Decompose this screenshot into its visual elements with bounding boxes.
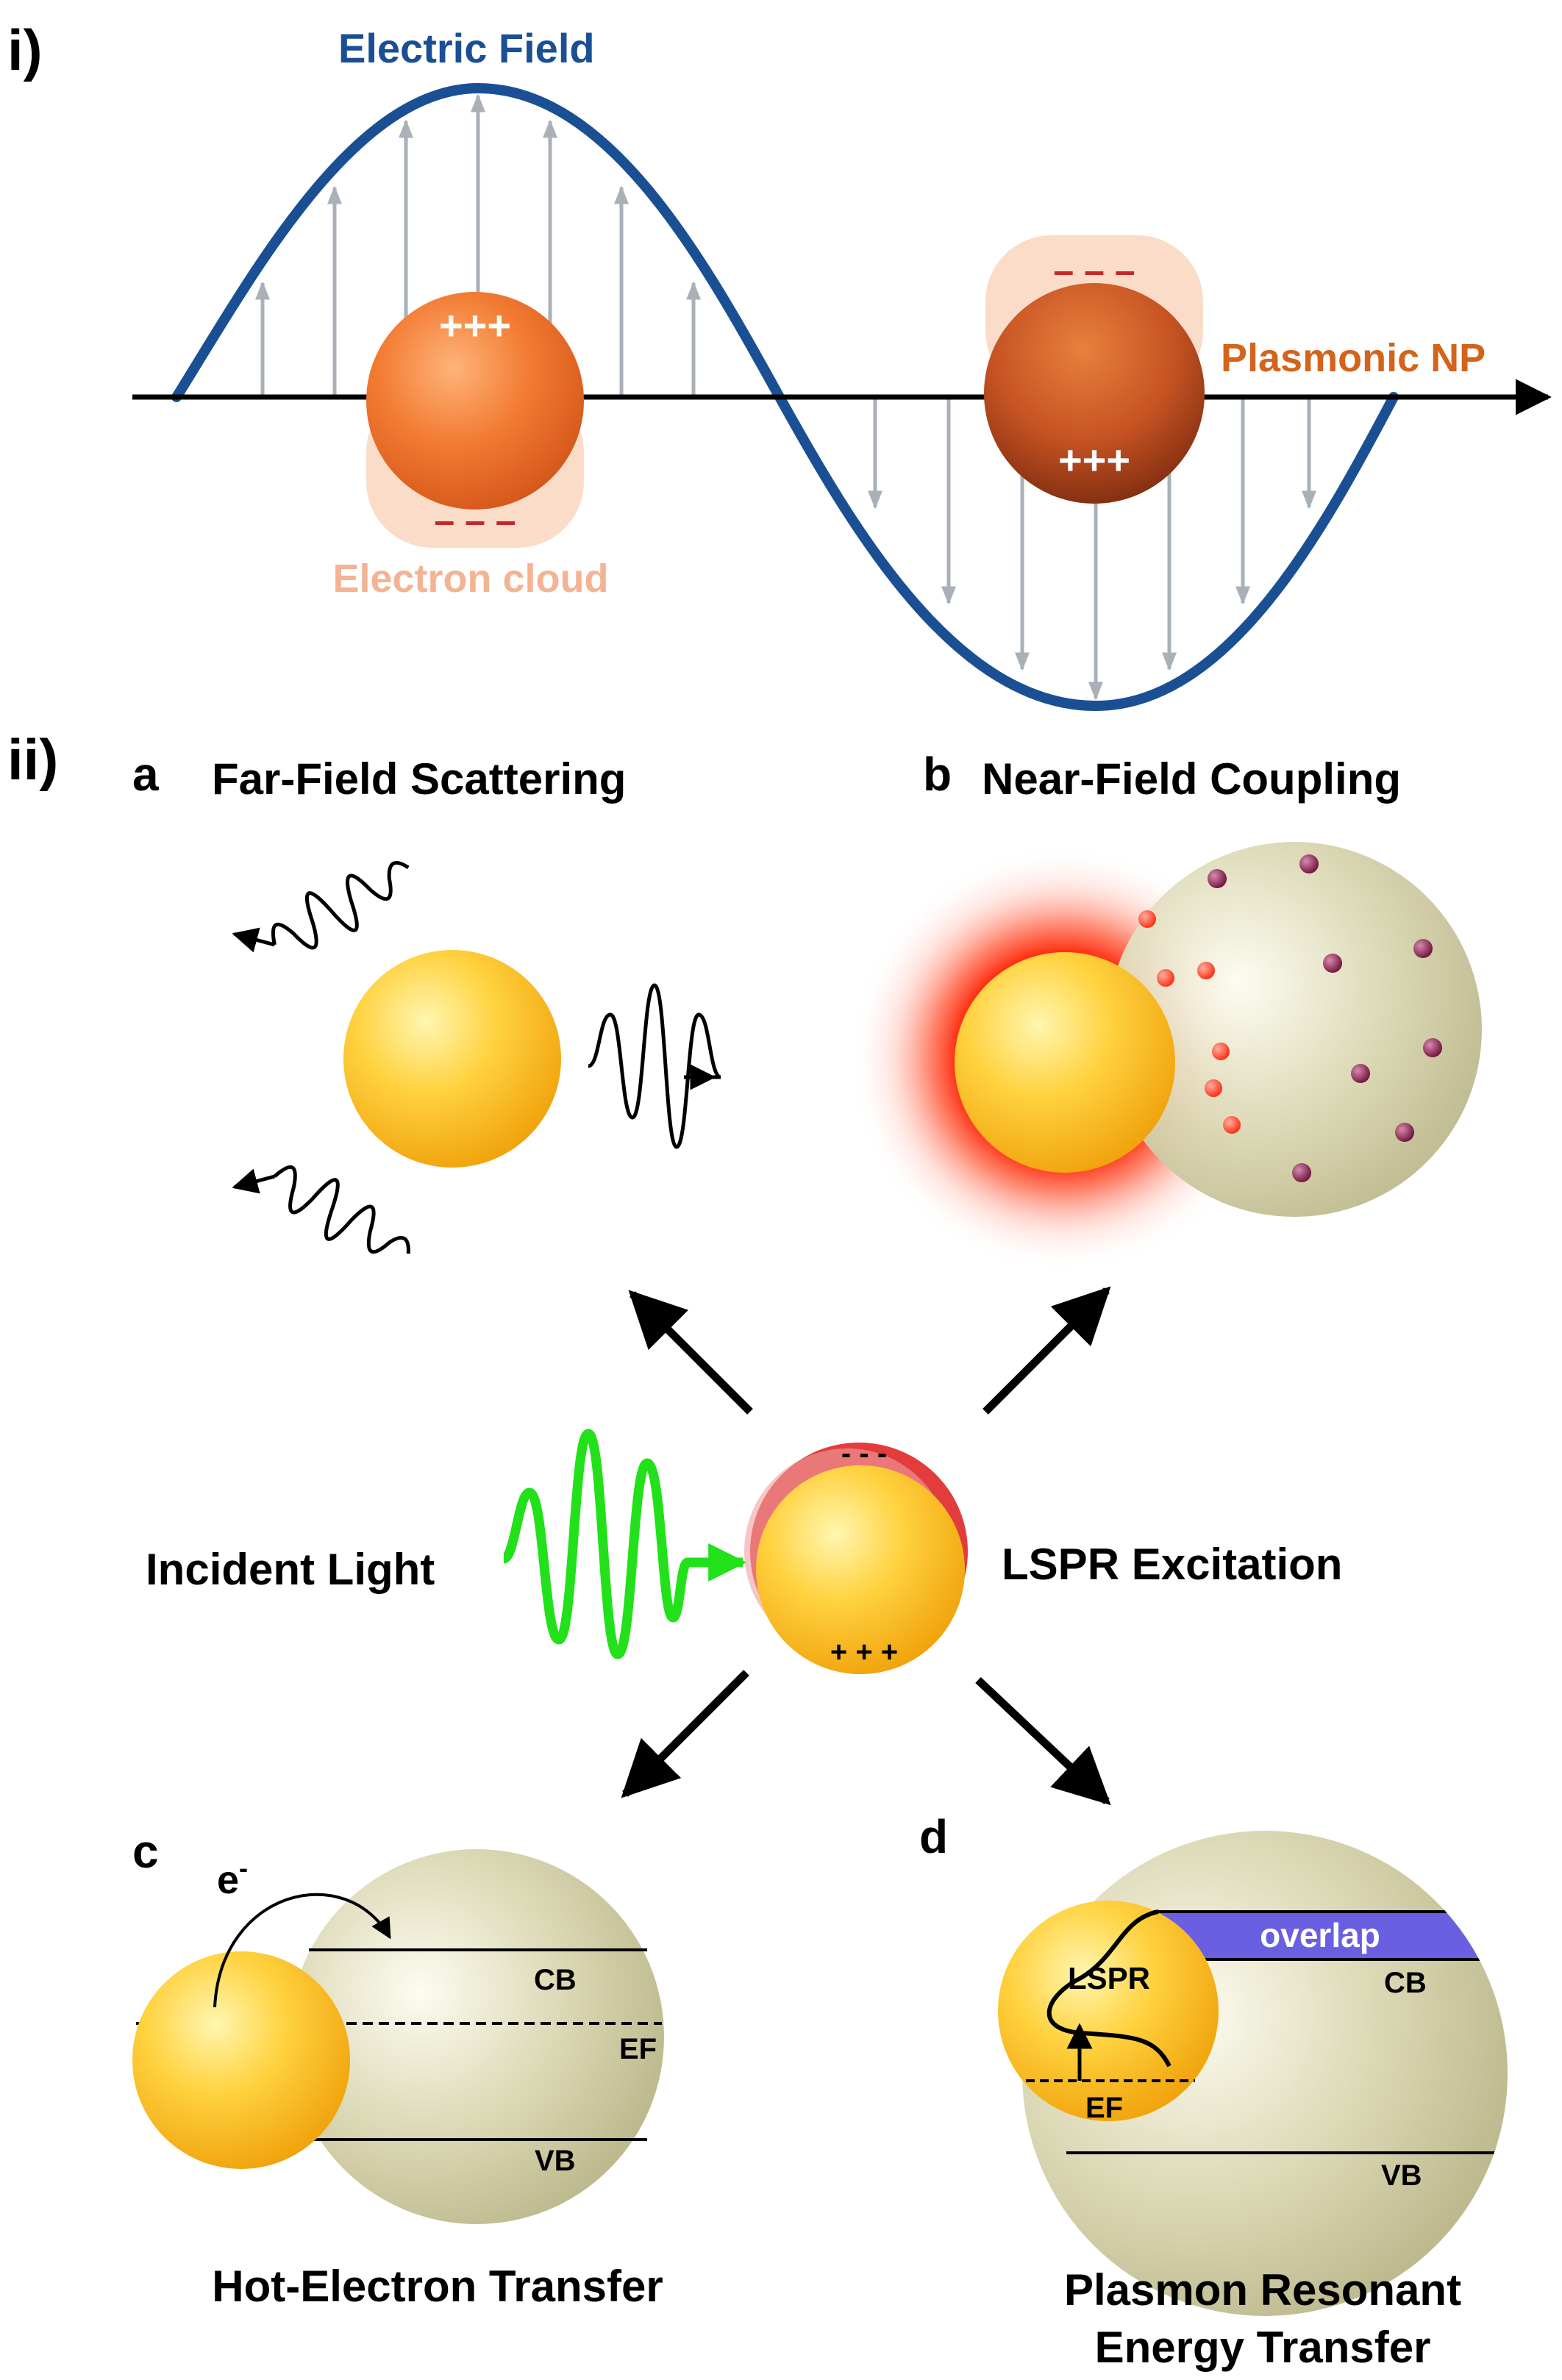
np1-negative-charges: – – – xyxy=(434,500,516,541)
c-vb-label: VB xyxy=(535,2145,576,2177)
panel-c-letter: c xyxy=(132,1825,159,1878)
hot-electron-arrow xyxy=(213,1893,391,2008)
plasmonic-np-2: – – – +++ xyxy=(984,235,1205,504)
d-overlap-label: overlap xyxy=(1260,1916,1380,1954)
panel-i-label: i) xyxy=(7,18,43,82)
electron-symbol: e- xyxy=(217,1853,248,1902)
incident-light-wave xyxy=(501,1429,735,1659)
scattered-wave-lower-left xyxy=(232,1165,410,1254)
electron-cloud-label: Electron cloud xyxy=(332,557,608,601)
np2-positive-charges: +++ xyxy=(1058,437,1130,483)
far-field-nanoparticle xyxy=(343,950,561,1168)
lspr-nanoparticle: - - - + + + xyxy=(744,1437,968,1674)
plasmonic-np-label: Plasmonic NP xyxy=(1221,336,1486,380)
d-cb-label: CB xyxy=(1384,1967,1427,1999)
lspr-resonance-curve xyxy=(1046,1909,1172,2068)
d-lspr-label: LSPR xyxy=(1068,1961,1150,1995)
panel-a-title: Far-Field Scattering xyxy=(212,754,626,804)
np2-negative-charges: – – – xyxy=(1053,250,1135,291)
panel-ii-label: ii) xyxy=(7,727,58,792)
panel-a-letter: a xyxy=(132,748,159,801)
lspr-negative-charges: - - - xyxy=(841,1437,887,1470)
plasmonic-np-1: +++ – – – xyxy=(366,292,584,548)
lspr-excitation-label: LSPR Excitation xyxy=(1002,1540,1342,1589)
pathway-arrows xyxy=(621,1286,1111,1806)
d-vb-label: VB xyxy=(1381,2159,1422,2192)
panel-b-letter: b xyxy=(923,748,952,801)
np1-positive-charges: +++ xyxy=(439,302,511,349)
pret-nanoparticle xyxy=(998,1901,1219,2121)
panel-d-letter: d xyxy=(919,1810,948,1863)
panel-d-title-line2: Energy Transfer xyxy=(1095,2323,1431,2372)
c-ef-label: EF xyxy=(619,2033,657,2065)
semiconductor-particles xyxy=(1138,854,1442,1182)
scattered-wave-right xyxy=(587,983,722,1149)
scattered-wave-upper-left xyxy=(232,860,410,953)
c-cb-label: CB xyxy=(534,1964,577,1996)
near-field-nanoparticle xyxy=(955,952,1175,1173)
panel-d-title-line1: Plasmon Resonant xyxy=(1064,2265,1461,2315)
panel-b-title: Near-Field Coupling xyxy=(982,754,1401,804)
d-ef-label: EF xyxy=(1085,2092,1123,2124)
electric-field-label: Electric Field xyxy=(338,25,595,71)
lspr-positive-charges: + + + xyxy=(830,1636,898,1668)
near-field-semiconductor xyxy=(1107,842,1482,1217)
hot-electron-semiconductor xyxy=(289,1849,664,2224)
incident-light-label: Incident Light xyxy=(146,1545,435,1594)
hot-electron-nanoparticle xyxy=(132,1951,350,2169)
panel-c-title: Hot-Electron Transfer xyxy=(212,2262,663,2311)
